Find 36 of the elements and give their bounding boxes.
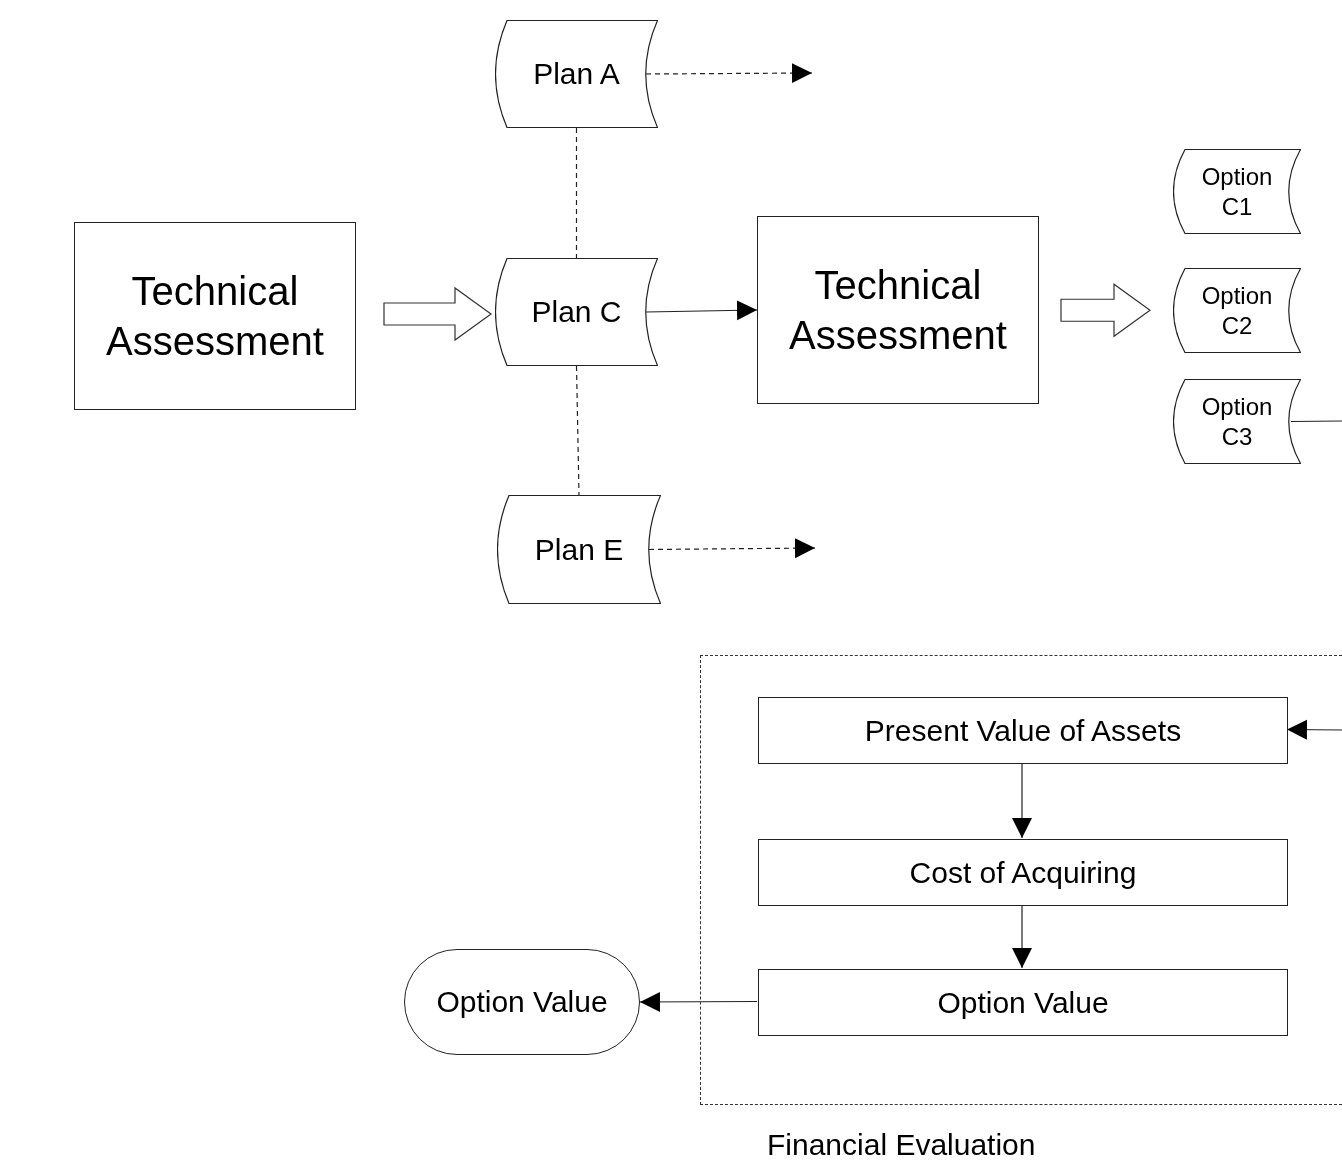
- stored-data-shape: [1173, 379, 1301, 464]
- stored-data-shape: [1173, 268, 1301, 353]
- block-arrow: [1060, 283, 1152, 338]
- group-title: Financial Evaluation: [767, 1127, 1036, 1163]
- node-label: Option C2: [1200, 280, 1274, 341]
- process-box: [758, 697, 1288, 764]
- node-label: Present Value of Assets: [864, 712, 1182, 749]
- node-label: Plan C: [531, 294, 622, 331]
- process-box: [758, 969, 1288, 1036]
- connector-line: [575, 365, 580, 496]
- arrow: [639, 991, 758, 1012]
- node-label: Option Value: [436, 984, 608, 1021]
- arrow: [1012, 904, 1032, 969]
- node-label: Option C1: [1200, 161, 1274, 222]
- node-label: Option C3: [1200, 391, 1274, 452]
- node-label: Cost of Acquiring: [909, 854, 1137, 891]
- arrow: [645, 63, 813, 84]
- node-label: Plan E: [534, 531, 624, 568]
- node-label: Technical Assessment: [105, 268, 325, 365]
- node-label: Option Value: [937, 984, 1109, 1021]
- arrow: [645, 300, 758, 321]
- stored-data-shape: [495, 258, 658, 366]
- node-label: Technical Assessment: [788, 262, 1008, 359]
- arrow: [1012, 762, 1032, 839]
- arrow: [648, 538, 816, 559]
- arrow: [1286, 719, 1342, 740]
- connector-line: [575, 127, 578, 259]
- stored-data-shape: [495, 20, 658, 128]
- block-arrow: [383, 286, 493, 342]
- process-box: [757, 216, 1039, 404]
- process-box: [74, 222, 356, 410]
- node-label: Plan A: [533, 56, 620, 93]
- stored-data-shape: [497, 495, 661, 604]
- stored-data-shape: [1173, 149, 1301, 234]
- connector-line: [1290, 420, 1342, 423]
- process-box: [758, 839, 1288, 906]
